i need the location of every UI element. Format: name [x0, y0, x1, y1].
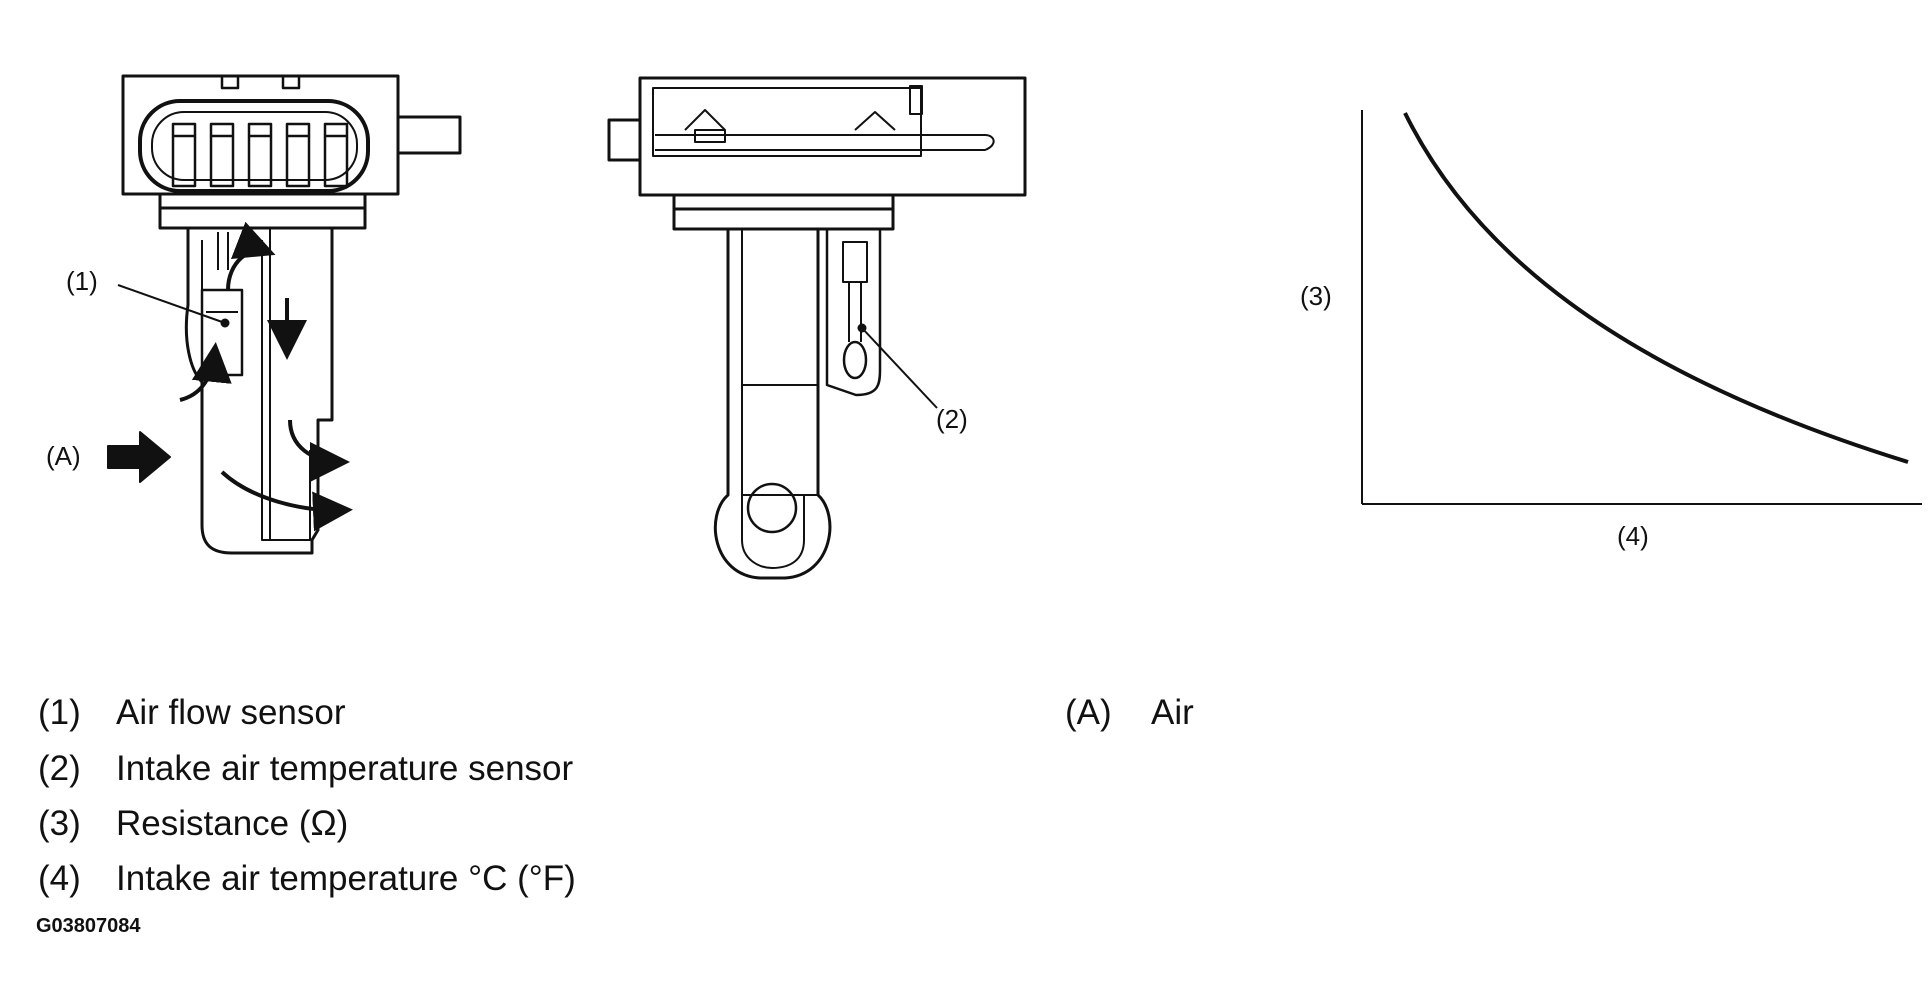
- callout-1: (1): [66, 266, 98, 296]
- legend-number: (A): [1065, 693, 1112, 732]
- callout-2: (2): [936, 404, 968, 434]
- callout-a: (A): [46, 441, 81, 471]
- leader-line-1: [117, 284, 226, 324]
- legend-item-a: (A) Air: [1065, 695, 1194, 730]
- legend-item-3: (3) Resistance (Ω): [38, 806, 348, 841]
- air-flow-sensor-element: [200, 288, 244, 377]
- sensor-side-view: [107, 74, 462, 555]
- legend-text: Air flow sensor: [116, 693, 346, 732]
- legend-text: Intake air temperature °C (°F): [116, 859, 576, 898]
- resistance-temperature-graph: [1361, 110, 1922, 505]
- connector-socket: [138, 99, 370, 193]
- legend-number: (3): [38, 804, 81, 843]
- housing: [638, 76, 1027, 197]
- probe-body: [184, 228, 334, 555]
- connector-pins: [171, 122, 349, 188]
- legend-number: (4): [38, 859, 81, 898]
- sensor-front-view: [607, 76, 1027, 580]
- legend-number: (1): [38, 693, 81, 732]
- mounting-tab: [396, 115, 462, 155]
- leader-line-2: [861, 327, 938, 409]
- legend-item-1: (1) Air flow sensor: [38, 695, 346, 730]
- legend-text: Resistance (Ω): [116, 804, 349, 843]
- flange: [158, 192, 367, 210]
- air-inlet-arrow: [107, 431, 171, 483]
- intake-air-temperature-sensor: [842, 340, 868, 380]
- figure-id: G03807084: [36, 915, 141, 937]
- legend-item-2: (2) Intake air temperature sensor: [38, 751, 573, 786]
- legend-item-4: (4) Intake air temperature °C (°F): [38, 861, 576, 896]
- legend-text: Intake air temperature sensor: [116, 749, 574, 788]
- airflow-arrows: [179, 221, 353, 532]
- probe-tube: [713, 229, 832, 580]
- legend-text: Air: [1151, 693, 1194, 732]
- callout-4: (4): [1617, 521, 1649, 551]
- callout-3: (3): [1300, 281, 1332, 311]
- legend-number: (2): [38, 749, 81, 788]
- resistance-curve: [1403, 112, 1909, 464]
